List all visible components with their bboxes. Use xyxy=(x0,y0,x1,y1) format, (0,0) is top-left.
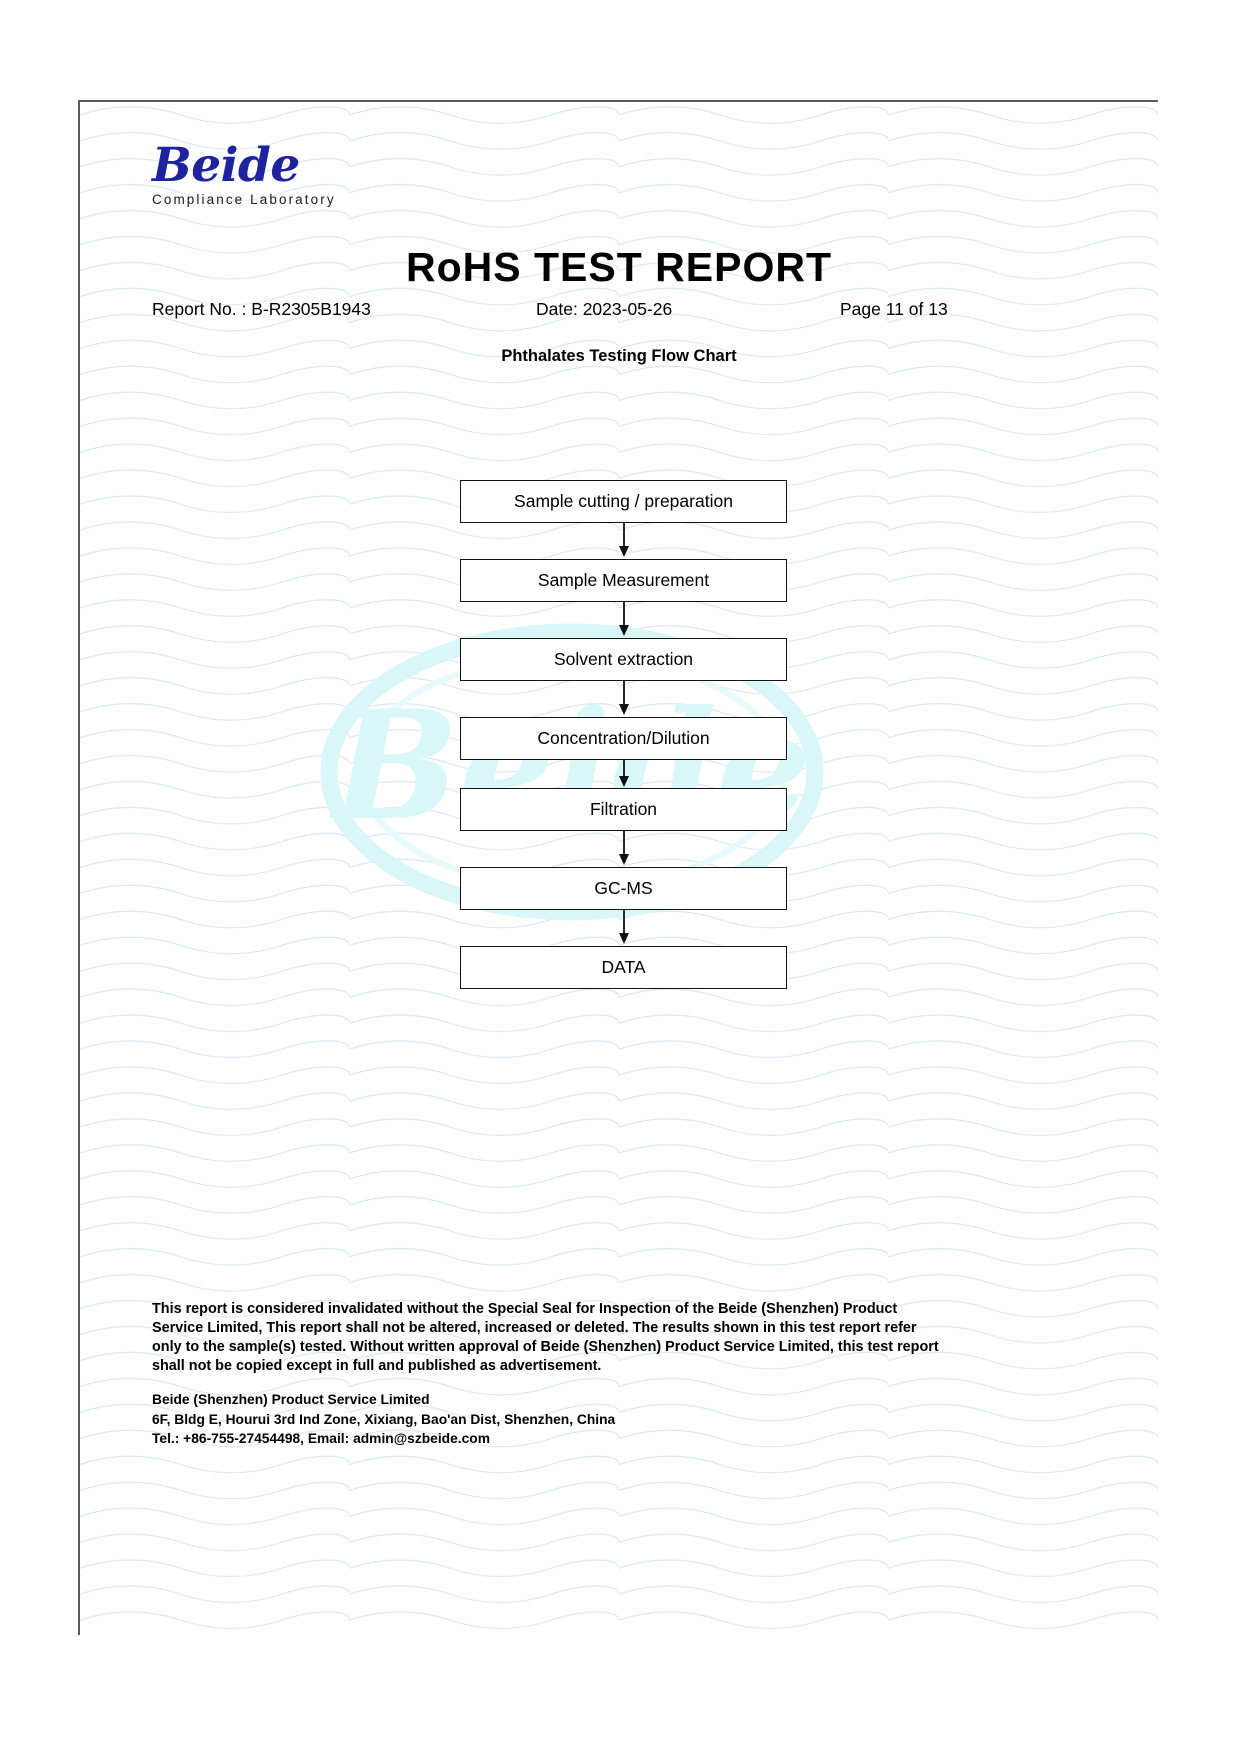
flow-arrow-down-icon xyxy=(460,760,787,788)
flow-step-label: Solvent extraction xyxy=(553,649,694,669)
flow-step-box: Sample Measurement xyxy=(460,559,787,602)
disclaimer-text: This report is considered invalidated wi… xyxy=(152,1301,939,1375)
flow-step-box: Concentration/Dilution xyxy=(460,717,787,760)
section-heading: Phthalates Testing Flow Chart xyxy=(501,347,737,365)
report-meta-row: Report No. : B-R2305B1943 Date: 2023-05-… xyxy=(80,299,1158,325)
flow-step-label: DATA xyxy=(601,957,646,977)
company-name: Beide (Shenzhen) Product Service Limited xyxy=(152,1392,430,1407)
company-logo: Beide Compliance Laboratory xyxy=(152,142,402,207)
flow-arrow-down-icon xyxy=(460,910,787,946)
flow-step-box: Sample cutting / preparation xyxy=(460,480,787,523)
flow-step-box: Solvent extraction xyxy=(460,638,787,681)
company-contact: Tel.: +86-755-27454498, Email: admin@szb… xyxy=(152,1431,490,1447)
flow-step-label: Sample Measurement xyxy=(537,570,710,590)
flow-arrow-down-icon xyxy=(460,831,787,867)
logo-tagline: Compliance Laboratory xyxy=(152,191,336,207)
company-address-block: Beide (Shenzhen) Product Service Limited… xyxy=(152,1390,942,1449)
phthalates-testing-flow-chart: Sample cutting / preparation Sample Meas… xyxy=(460,480,787,989)
flow-arrow-down-icon xyxy=(460,681,787,717)
flow-step-box: Filtration xyxy=(460,788,787,831)
flow-step-label: GC-MS xyxy=(594,878,653,898)
flow-step-box: DATA xyxy=(460,946,787,989)
company-street-address: 6F, Bldg E, Hourui 3rd Ind Zone, Xixiang… xyxy=(152,1411,616,1427)
flow-step-label: Sample cutting / preparation xyxy=(514,491,733,511)
flow-arrow-down-icon xyxy=(460,602,787,638)
flow-arrow-down-icon xyxy=(460,523,787,559)
logo-wordmark: Beide xyxy=(152,138,300,193)
page-number: Page 11 of 13 xyxy=(840,299,948,319)
report-page: Beide Beide Compliance Laboratory RoHS T… xyxy=(78,100,1158,1635)
report-date: Date: 2023-05-26 xyxy=(536,299,673,319)
flow-step-label: Concentration/Dilution xyxy=(537,728,710,748)
page-title: RoHS TEST REPORT xyxy=(405,244,833,290)
flow-step-box: GC-MS xyxy=(460,867,787,910)
report-number: Report No. : B-R2305B1943 xyxy=(152,299,371,319)
flow-step-label: Filtration xyxy=(589,799,658,819)
